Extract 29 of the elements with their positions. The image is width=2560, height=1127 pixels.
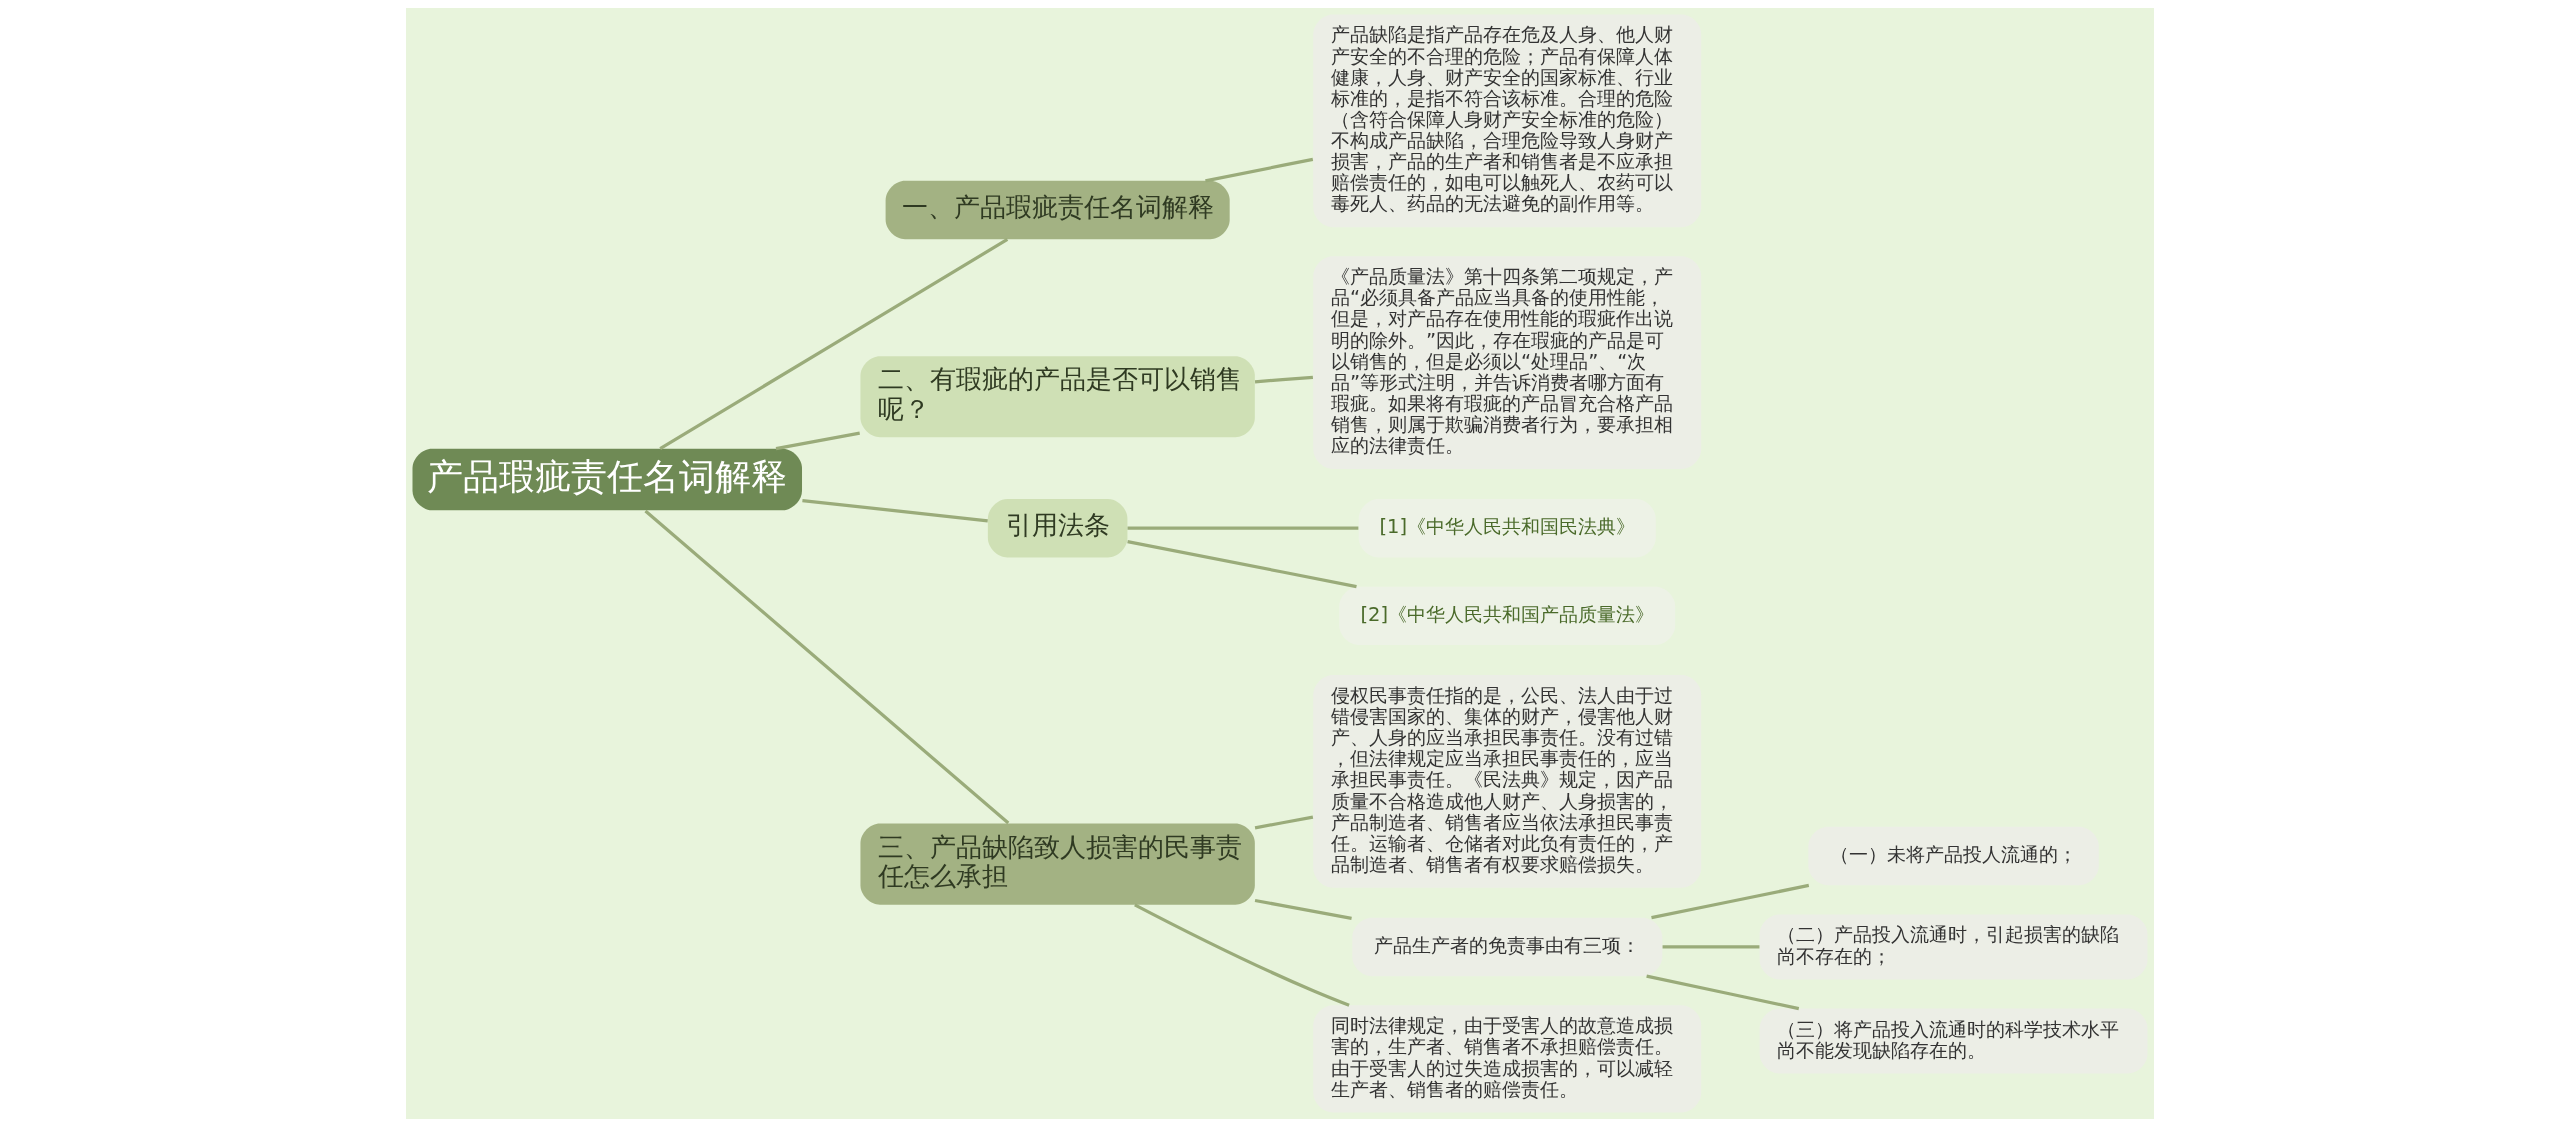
node-box: 三、产品缺陷致人损害的民事责任怎么承担	[860, 823, 1255, 905]
node-box: 产品瑕疵责任名词解释	[412, 448, 802, 511]
node-box: 二、有瑕疵的产品是否可以销售呢？	[860, 356, 1255, 438]
node-box: 产品缺陷是指产品存在危及人身、他人财产安全的不合理的危险；产品有保障人体健康，人身、财产安全的国家标准、行业标准的，是指不符合该标准。合理的危险（含符合保障人身财产安全标准的危险）不构成产品缺陷，合理危险导致人身财产损害，产品的生产者和销售者是不应承担赔偿责任的，如电可以触死人、农药可以毒死人、药品的无法避免的副作用等。	[1313, 14, 1702, 228]
connector	[775, 431, 860, 451]
node-box: （一）未将产品投人流通的；	[1808, 826, 2099, 886]
connector	[1127, 540, 1357, 589]
node-box: 侵权民事责任指的是，公民、法人由于过错侵害国家的、集体的财产，侵害他人财产、人身的应当承担民事责任。没有过错，但法律规定应当承担民事责任的，应当承担民事责任。《民法典》规定，因产品质量不合格造成他人财产、人身损害的，产品制造者、销售者应当依法承担民事责任。运输者、仓储者对此负有责任的，产品制造者、销售者有权要求赔偿损失。	[1313, 675, 1702, 888]
connector	[644, 509, 1010, 825]
node-box: [1]《中华人民共和国民法典》	[1358, 499, 1656, 558]
node-box: 产品生产者的免责事由有三项：	[1352, 917, 1663, 977]
node-box: （二）产品投入流通时，引起损害的缺陷尚不存在的；	[1759, 914, 2148, 980]
node-box: [2]《中华人民共和国产品质量法》	[1339, 586, 1676, 646]
connector	[1646, 974, 1800, 1011]
connector	[1651, 883, 1810, 920]
connector	[1254, 898, 1352, 920]
connector	[1662, 945, 1760, 949]
node-box: 同时法律规定，由于受害人的故意造成损害的，生产者、销售者不承担赔偿责任。由于受害人的过失造成损害的，可以减轻生产者、销售者的赔偿责任。	[1313, 1005, 1702, 1113]
node-box: 引用法条	[987, 499, 1128, 558]
connector	[659, 238, 1009, 450]
connector	[1127, 526, 1359, 530]
connector	[1134, 903, 1350, 1007]
connector	[1254, 375, 1314, 384]
node-box: 一、产品瑕疵责任名词解释	[885, 180, 1230, 240]
connector	[802, 498, 988, 523]
connector	[1254, 815, 1314, 830]
connector	[1205, 157, 1314, 183]
node-box: （三）将产品投入流通时的科学技术水平尚不能发现缺陷存在的。	[1759, 1008, 2148, 1074]
node-box: 《产品质量法》第十四条第二项规定，产品“必须具备产品应当具备的使用性能，但是，对产品存在使用性能的瑕疵作出说明的除外。”因此，存在瑕疵的产品是可以销售的，但是必须以“处理品”、“次品”等形式注明，并告诉消费者哪方面有瑕疵。如果将有瑕疵的产品冒充合格产品销售，则属于欺骗消费者行为，要承担相应的法律责任。	[1313, 256, 1702, 469]
